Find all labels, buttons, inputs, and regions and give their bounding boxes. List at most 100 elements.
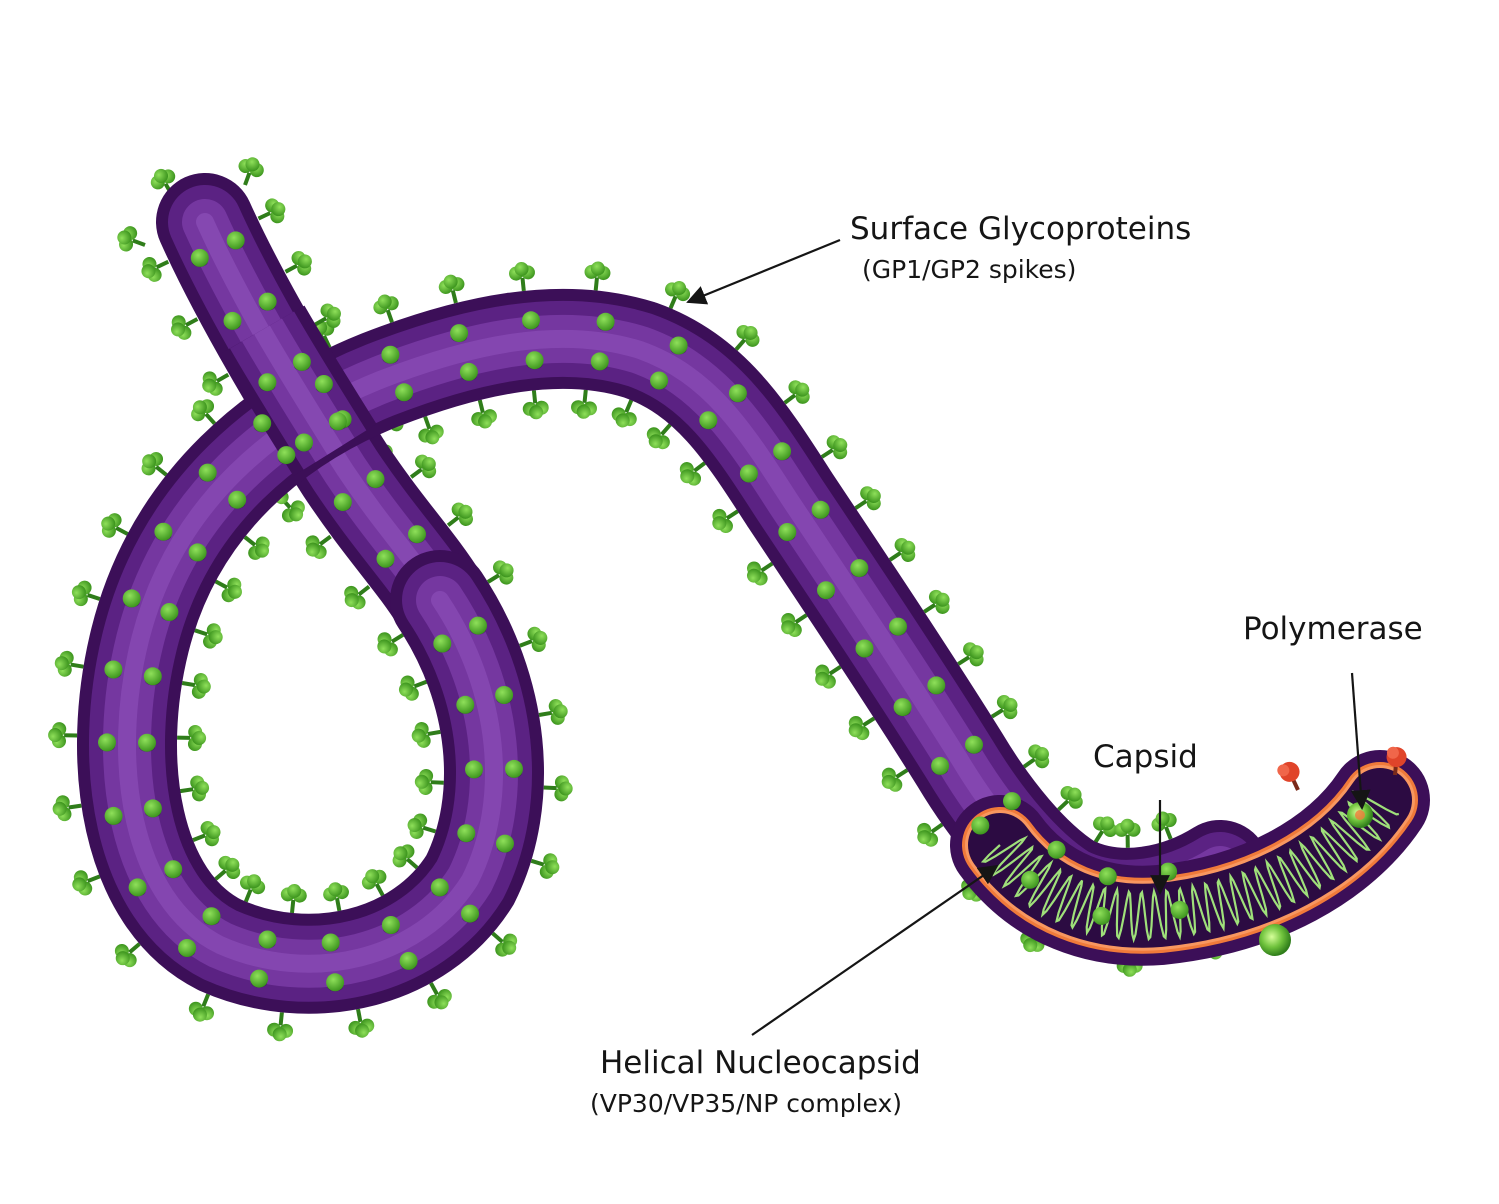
surface-spike-dot (259, 931, 277, 949)
surface-spike-dot (408, 525, 426, 543)
glycoprotein-spike (345, 1007, 376, 1040)
surface-spike-dot (123, 589, 141, 607)
surface-spike-dot (740, 465, 758, 483)
glycoprotein-spike (48, 722, 78, 749)
surface-spike-dot (1171, 901, 1189, 919)
surface-spike-dot (505, 760, 523, 778)
surface-spike-dot (227, 231, 245, 249)
glycoprotein-spike (410, 719, 443, 750)
surface-spike-dot (191, 249, 209, 267)
surface-spike-dot (729, 384, 747, 402)
surface-spike-dot (812, 501, 830, 519)
surface-spike-dot (377, 550, 395, 568)
glycoprotein-spike (113, 223, 149, 257)
surface-spike-dot (382, 916, 400, 934)
glycoprotein-arrow (688, 240, 840, 302)
surface-spike-dot (817, 581, 835, 599)
surface-spike-dot (104, 661, 122, 679)
surface-spike-dot (1159, 863, 1177, 881)
surface-spike-dot (154, 523, 172, 541)
surface-spike-dot (850, 559, 868, 577)
surface-spike-dot (1003, 792, 1021, 810)
label-helical-nucleocapsid: Helical Nucleocapsid (600, 1046, 921, 1082)
glycoprotein-spike (53, 649, 86, 679)
nucleocapsid-arrow (752, 866, 997, 1035)
glycoprotein-spike (266, 1011, 295, 1042)
surface-spike-dot (189, 543, 207, 561)
surface-spike-dot (322, 934, 340, 952)
surface-spike-dot (456, 696, 474, 714)
label-nucleocapsid-subtitle: (VP30/VP35/NP complex) (590, 1090, 902, 1119)
surface-spike-dot (1021, 871, 1039, 889)
surface-spike-dot (522, 311, 540, 329)
surface-spike-dot (431, 878, 449, 896)
surface-spike-dot (259, 293, 277, 311)
glycoprotein-spike (321, 880, 352, 913)
surface-spike-dot (129, 878, 147, 896)
label-surface-glycoproteins: Surface Glycoproteins (850, 212, 1191, 248)
glycoprotein-spike (570, 389, 599, 420)
surface-spike-dot (1093, 907, 1111, 925)
label-polymerase: Polymerase (1243, 612, 1423, 648)
surface-spike-dot (334, 493, 352, 511)
surface-spike-dot (856, 640, 874, 658)
surface-spike-dot (277, 446, 295, 464)
glycoprotein-spike (543, 775, 573, 802)
surface-spike-dot (927, 676, 945, 694)
surface-spike-dot (367, 470, 385, 488)
surface-spike-dot (199, 464, 217, 482)
surface-spike-dot (889, 618, 907, 636)
glycoprotein-spike (180, 670, 213, 700)
surface-spike-dot (670, 337, 688, 355)
surface-spike-dot (894, 698, 912, 716)
glycoprotein-spike (233, 153, 267, 189)
surface-spike-dot (250, 970, 268, 988)
surface-spike-dot (460, 363, 478, 381)
surface-spike-dot (433, 635, 451, 653)
glycoprotein-spike (51, 793, 83, 823)
surface-spike-dot (699, 411, 717, 429)
surface-spike-dot (597, 313, 615, 331)
surface-spike-dot (224, 312, 242, 330)
surface-spike-dot (160, 603, 178, 621)
surface-spike-dot (178, 939, 196, 957)
surface-spike-dot (164, 860, 182, 878)
surface-spike-dot (450, 324, 468, 342)
surface-spike-dot (469, 617, 487, 635)
glycoprotein-spike (508, 261, 537, 292)
surface-spike-dot (495, 686, 513, 704)
surface-spike-dot (496, 835, 514, 853)
surface-spike-dot (144, 667, 162, 685)
surface-spike-dot (400, 952, 418, 970)
glycoprotein-spike (521, 389, 550, 420)
surface-spike-dot (465, 760, 483, 778)
surface-spike-dot (931, 757, 949, 775)
surface-spike-dot (457, 824, 475, 842)
surface-spike-dot (258, 373, 276, 391)
surface-spike-dot (1048, 841, 1066, 859)
glycoprotein-spike (436, 272, 468, 306)
surface-spike-dot (138, 734, 156, 752)
label-capsid: Capsid (1093, 740, 1198, 776)
glycoprotein-spike (414, 768, 444, 795)
surface-spike-dot (295, 434, 313, 452)
surface-spike-dot (381, 346, 399, 364)
glycoprotein-spike (583, 260, 612, 291)
polymerase-particle-2 (1259, 924, 1291, 956)
surface-spike-dot (228, 491, 246, 509)
surface-spike-dot (253, 414, 271, 432)
surface-spike-dot (1099, 867, 1117, 885)
surface-spike-dot (526, 351, 544, 369)
surface-spike-dot (461, 905, 479, 923)
surface-spike-dot (315, 375, 333, 393)
surface-spike-dot (965, 736, 983, 754)
surface-spike-dot (650, 372, 668, 390)
surface-spike-dot (971, 817, 989, 835)
label-glycoprotein-subtitle: (GP1/GP2 spikes) (862, 256, 1076, 285)
surface-spike-dot (773, 442, 791, 460)
surface-spike-dot (144, 799, 162, 817)
surface-spike-dot (778, 523, 796, 541)
surface-spike-dot (326, 973, 344, 991)
